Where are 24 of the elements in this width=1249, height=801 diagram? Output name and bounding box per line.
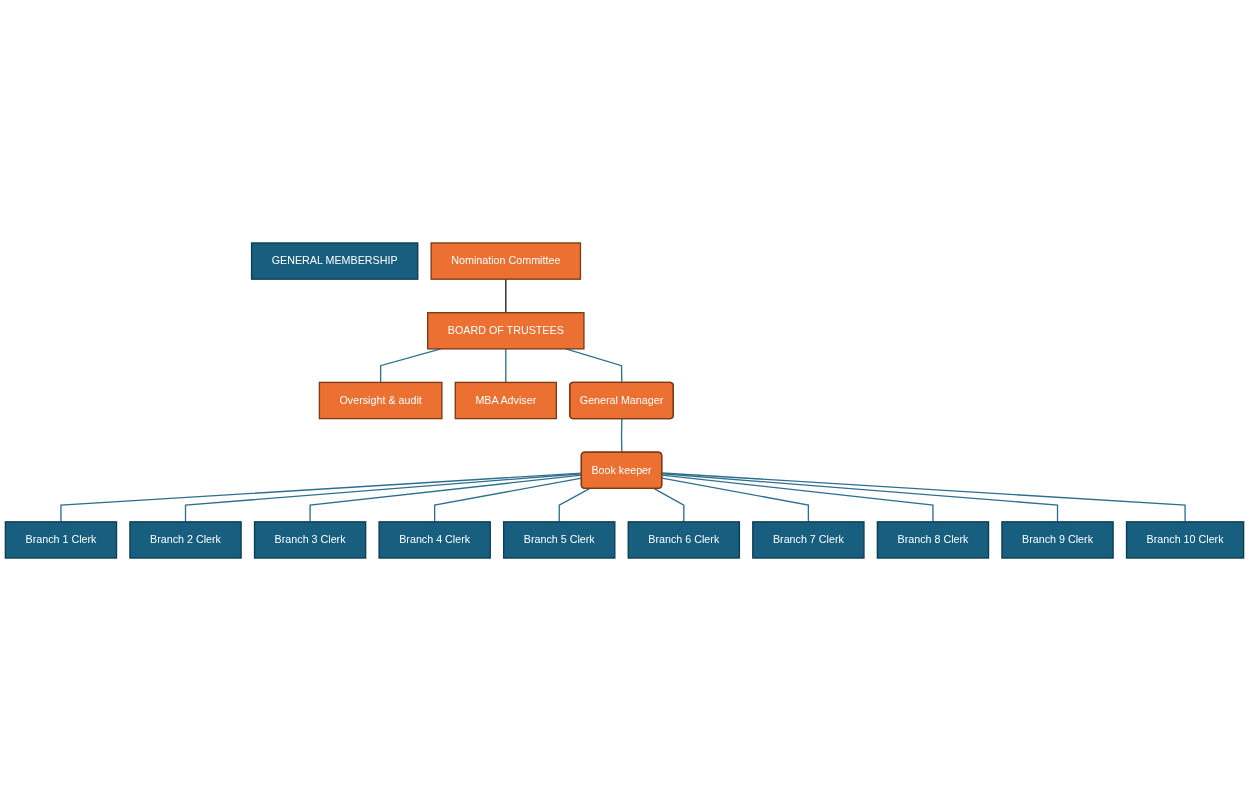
node-box: Nomination Committee <box>430 242 582 280</box>
node-box: Branch 9 Clerk <box>1001 521 1114 559</box>
node-box: Branch 1 Clerk <box>4 521 118 559</box>
connector <box>661 473 1059 523</box>
node-box: GENERAL MEMBERSHIP <box>250 242 419 280</box>
connector <box>661 477 810 523</box>
node-box: Branch 5 Clerk <box>502 521 616 559</box>
connector <box>505 278 507 314</box>
node-box: Branch 4 Clerk <box>378 521 491 559</box>
node-box: Oversight & audit <box>318 381 443 420</box>
node-box: Branch 10 Clerk <box>1125 521 1245 559</box>
node-box: Branch 7 Clerk <box>752 521 865 559</box>
node-box: MBA Adviser <box>454 381 557 420</box>
node-box: Branch 6 Clerk <box>627 521 741 559</box>
connector <box>620 418 623 454</box>
node-box: BOARD OF TRUSTEES <box>427 312 585 350</box>
node-box: Branch 8 Clerk <box>876 521 990 559</box>
connector <box>558 487 591 523</box>
node-box: Branch 3 Clerk <box>253 521 367 559</box>
node-box: Branch 2 Clerk <box>129 521 242 559</box>
connector <box>653 487 685 523</box>
connector <box>661 472 1186 523</box>
connector <box>505 348 507 384</box>
connector <box>661 474 934 523</box>
